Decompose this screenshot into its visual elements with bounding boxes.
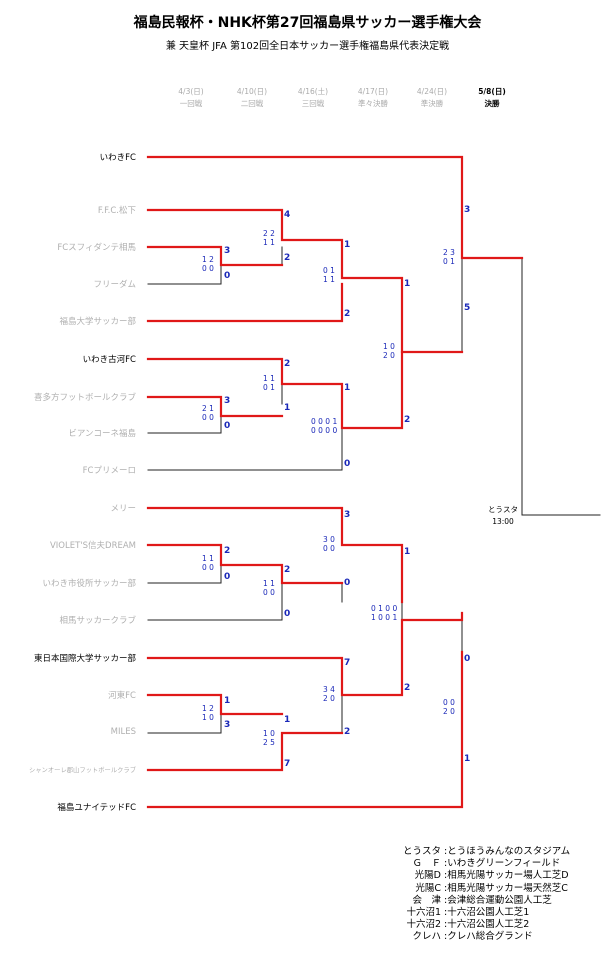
score: 3	[224, 720, 231, 730]
pk-score: 1 2 0 0	[202, 255, 214, 273]
pk-score: 1 1 0 0	[263, 579, 275, 597]
score: 5	[464, 303, 471, 313]
score: 0	[284, 609, 291, 619]
round-header-2: 4/10(日)二回戦	[236, 87, 268, 108]
team-kawahigashi-fc: 河東FC	[108, 691, 136, 701]
score: 0	[224, 271, 231, 281]
score: 1	[344, 383, 351, 393]
score: 0	[344, 578, 351, 588]
pk-score: 2 2 1 1	[263, 229, 275, 247]
pk-score: 0 0 0 1 0 0 0 0	[311, 417, 338, 435]
score: 2	[284, 359, 291, 369]
pk-score: 2 3 0 1	[443, 248, 455, 266]
score: 4	[284, 210, 291, 220]
pk-score: 1 0 2 0	[383, 342, 395, 360]
pk-score: 1 1 0 0	[202, 554, 214, 572]
pk-score: 1 0 2 5	[263, 729, 275, 747]
team-miles: MILES	[110, 727, 136, 737]
legend-row: クレハ :クレハ総合グランド	[412, 931, 533, 943]
pk-score: 2 1 0 0	[202, 404, 214, 422]
legend-row: 光陽C :相馬光陽サッカー場天然芝C	[415, 882, 568, 894]
team-violets-shinobu: VIOLET'S信夫DREAM	[49, 541, 136, 551]
legend-row: 十六沼2 :十六沼公園人工芝2	[406, 919, 530, 931]
score: 7	[284, 759, 291, 769]
pk-score: 3 0 0 0	[323, 535, 335, 553]
legend-row: 光陽D :相馬光陽サッカー場人工芝D	[414, 870, 569, 882]
team-kitakata-fc: 喜多方フットボールクラブ	[33, 393, 136, 403]
page-subtitle: 兼 天皇杯 JFA 第102回全日本サッカー選手権福島県代表決定戦	[165, 41, 450, 52]
final-venue: とうスタ 13:00	[478, 504, 528, 528]
score: 0	[464, 654, 471, 664]
score: 1	[224, 696, 231, 706]
score: 1	[284, 403, 291, 413]
venue-legend: とうスタ :とうほうみんなのスタジアム Ｇ Ｆ :いわきグリーンフィールド 光陽…	[385, 846, 570, 944]
legend-row: 会 津 :会津総合運動公園人工芝	[412, 894, 552, 906]
team-fukushima-univ: 福島大学サッカー部	[59, 317, 136, 327]
score: 0	[224, 421, 231, 431]
score: 0	[344, 459, 351, 469]
round-header-3: 4/16(土)三回戦	[297, 87, 329, 108]
pk-score: 0 1 1 1	[323, 266, 335, 284]
team-chanorre-koriyama: シャンオーレ郡山フットボールクラブ	[28, 767, 136, 774]
team-ffc-matsushita: F.F.C.松下	[97, 206, 136, 216]
score: 2	[344, 309, 351, 319]
score: 3	[344, 510, 351, 520]
score: 1	[284, 715, 291, 725]
page-title: 福島民報杯・NHK杯第27回福島県サッカー選手権大会	[133, 15, 482, 31]
team-soma-sc: 相馬サッカークラブ	[59, 616, 136, 626]
score: 7	[344, 658, 351, 668]
team-bianconero-fukushima: ビアンコーネ福島	[68, 429, 136, 439]
score: 1	[404, 279, 411, 289]
pk-score: 1 1 0 1	[263, 374, 275, 392]
team-fc-sfidante-soma: FCスフィダンテ相馬	[57, 243, 136, 253]
team-iwaki-furukawa-fc: いわき古河FC	[82, 355, 136, 365]
round-header-5: 4/24(日)準決勝	[416, 87, 448, 108]
score: 2	[404, 683, 411, 693]
score: 1	[464, 754, 471, 764]
legend-row: Ｇ Ｆ :いわきグリーンフィールド	[412, 858, 561, 870]
team-iwaki-city-office: いわき市役所サッカー部	[42, 579, 136, 589]
score: 2	[404, 415, 411, 425]
legend-row: 十六沼1 :十六沼公園人工芝1	[406, 907, 530, 919]
team-iwaki-fc: いわきFC	[99, 153, 136, 163]
team-fukushima-united: 福島ユナイテッドFC	[57, 803, 136, 813]
score: 2	[284, 253, 291, 263]
team-freedom: フリーダム	[93, 280, 136, 290]
final-time: 13:00	[492, 517, 514, 526]
pk-score: 3 4 2 0	[323, 685, 335, 703]
score: 0	[224, 572, 231, 582]
score: 1	[404, 547, 411, 557]
team-fc-primero: FCプリメーロ	[82, 466, 136, 476]
final-venue-name: とうスタ	[488, 505, 518, 514]
score: 2	[344, 727, 351, 737]
team-merry: メリー	[110, 504, 136, 514]
round-header-4: 4/17(日)準々決勝	[357, 87, 389, 108]
round-header-1: 4/3(日)一回戦	[178, 87, 204, 108]
score: 1	[344, 240, 351, 250]
score: 2	[284, 565, 291, 575]
pk-score: 0 1 0 0 1 0 0 1	[371, 604, 398, 622]
score: 3	[224, 246, 231, 256]
pk-score: 0 0 2 0	[443, 698, 455, 716]
legend-row: とうスタ :とうほうみんなのスタジアム	[402, 846, 571, 857]
score: 3	[464, 205, 471, 215]
team-higashi-nippon-univ: 東日本国際大学サッカー部	[33, 654, 136, 664]
round-header-final: 5/8(日)決勝	[478, 87, 506, 108]
score: 2	[224, 546, 231, 556]
pk-score: 1 2 1 0	[202, 704, 214, 722]
score: 3	[224, 396, 231, 406]
